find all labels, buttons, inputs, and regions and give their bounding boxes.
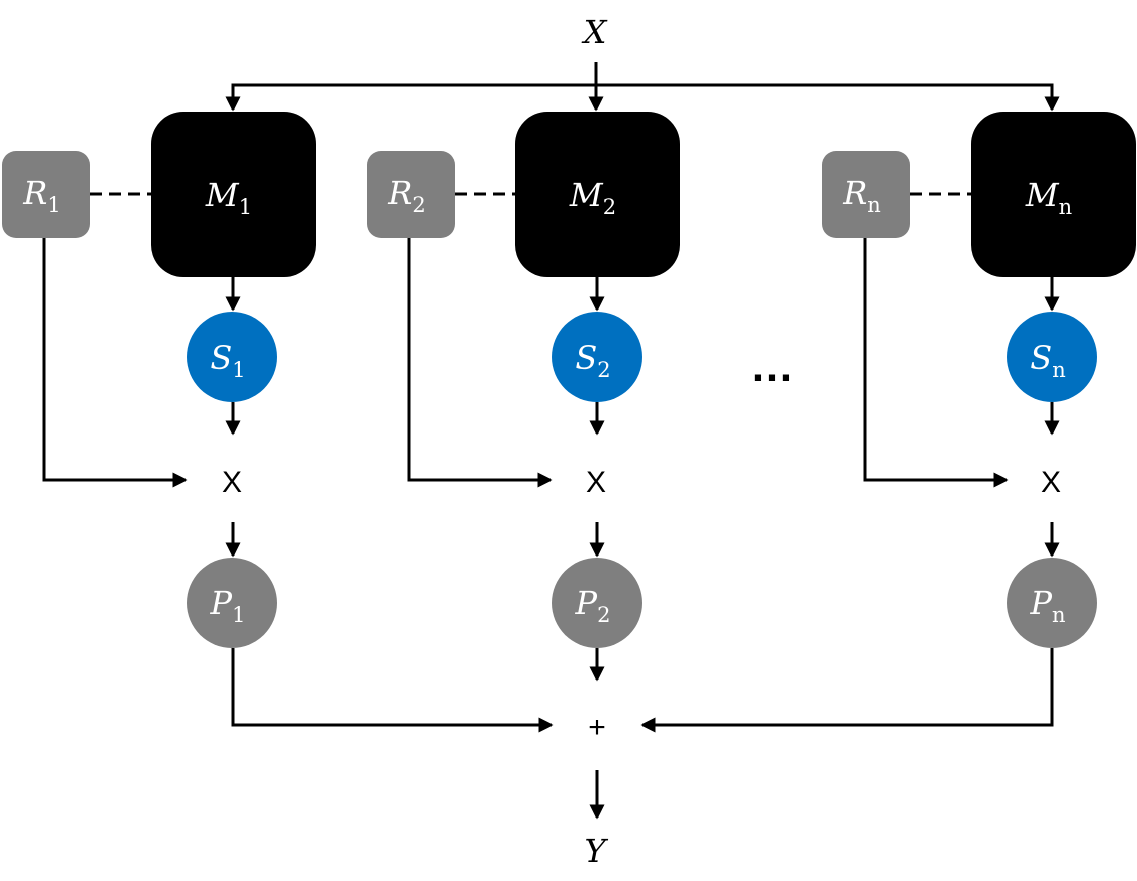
score-node-n [1007,312,1097,402]
product-label-2: P2 [575,584,611,627]
model-box-n [971,112,1136,277]
arrow-pn-to-sum [640,648,1054,733]
product-node-1 [187,558,277,648]
product-label-1: P1 [210,584,246,627]
ellipsis: … [750,342,794,391]
router-label-1: R1 [22,174,60,217]
model-label-n: Mn [1025,176,1072,219]
multiply-operator-2: X [586,466,606,499]
arrow-p1-to-sum [231,648,554,733]
router-label-2: R2 [387,174,425,217]
model-box-2 [515,112,680,277]
router-box-2 [367,151,455,238]
branch-2: M2 R2 S2 X P2 [367,112,680,682]
output-label: Y [584,832,608,870]
arrow-r2-to-op2 [407,238,553,488]
branch-1: M1 R1 S1 X P1 [2,112,554,733]
score-label-n: Sn [1030,339,1065,382]
router-box-1 [2,151,90,238]
top-bus-line [231,83,1054,110]
router-label-n: Rn [842,174,881,217]
score-node-2 [552,312,642,402]
model-box-1 [151,112,316,277]
product-label-n: Pn [1029,584,1065,627]
model-label-2: M2 [569,176,616,219]
score-label-1: S1 [210,339,245,382]
multiply-operator-n: X [1041,466,1061,499]
multiply-operator-1: X [222,466,242,499]
sum-operator: + [588,711,606,744]
product-node-2 [552,558,642,648]
model-label-1: M1 [205,176,252,219]
branch-n: Mn Rn Sn X Pn [640,112,1136,733]
input-distribution-lines [225,62,1060,112]
score-label-2: S2 [575,339,610,382]
score-node-1 [187,312,277,402]
arrow-rn-to-opn [863,238,1009,488]
input-label: X [581,13,608,51]
arrow-r1-to-op1 [42,238,188,488]
router-box-n [822,151,910,238]
product-node-n [1007,558,1097,648]
